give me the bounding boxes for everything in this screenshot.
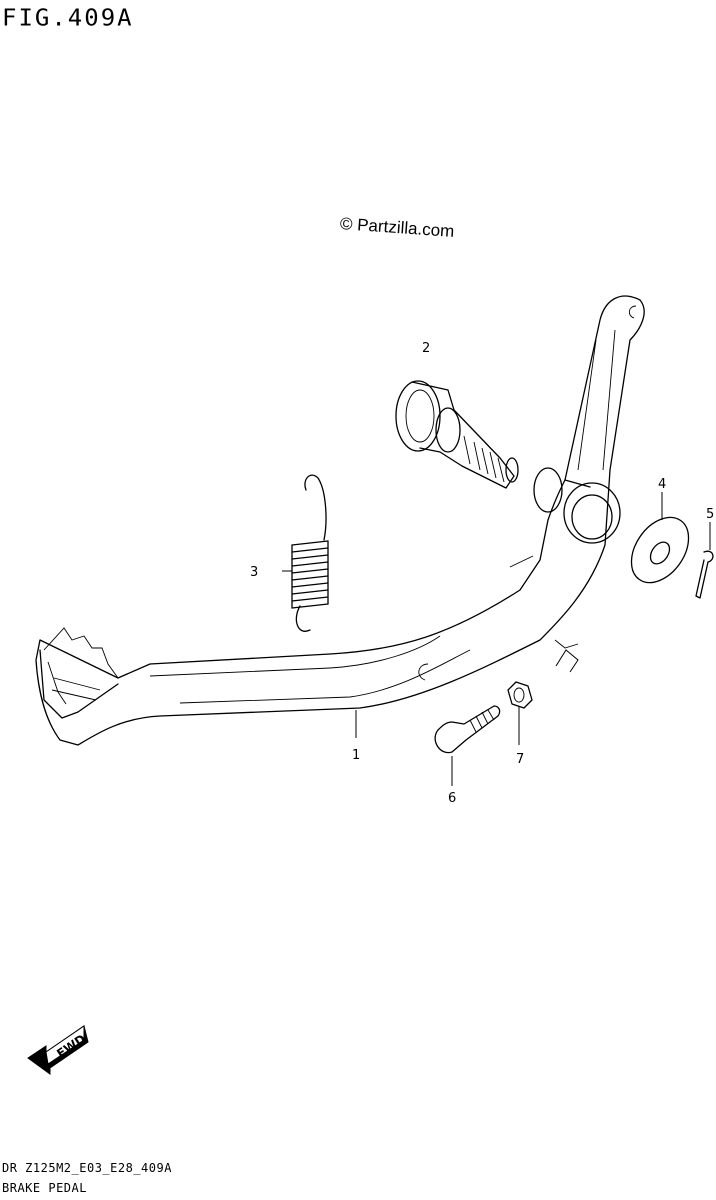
callout-6: 6 [448,791,456,806]
callout-2: 2 [422,341,430,356]
diagram-code: DR Z125M2_E03_E28_409A [2,1161,172,1175]
pivot-shaft[interactable] [395,380,519,489]
callout-1: 1 [352,748,360,763]
callout-7: 7 [516,752,524,767]
brake-pedal[interactable] [35,295,645,746]
callout-5: 5 [706,507,714,522]
washer[interactable] [620,507,701,594]
diagram-name: BRAKE PEDAL [2,1181,87,1195]
figure-title: FIG.409A [2,4,134,32]
cotter-pin[interactable] [695,550,714,599]
nut[interactable] [507,681,533,709]
callout-3: 3 [250,565,258,580]
callout-4: 4 [658,477,666,492]
forward-arrow-icon: FWD [27,1025,89,1075]
adjuster-bolt[interactable] [434,705,501,754]
return-spring[interactable] [291,474,329,632]
leader-lines [282,492,711,786]
